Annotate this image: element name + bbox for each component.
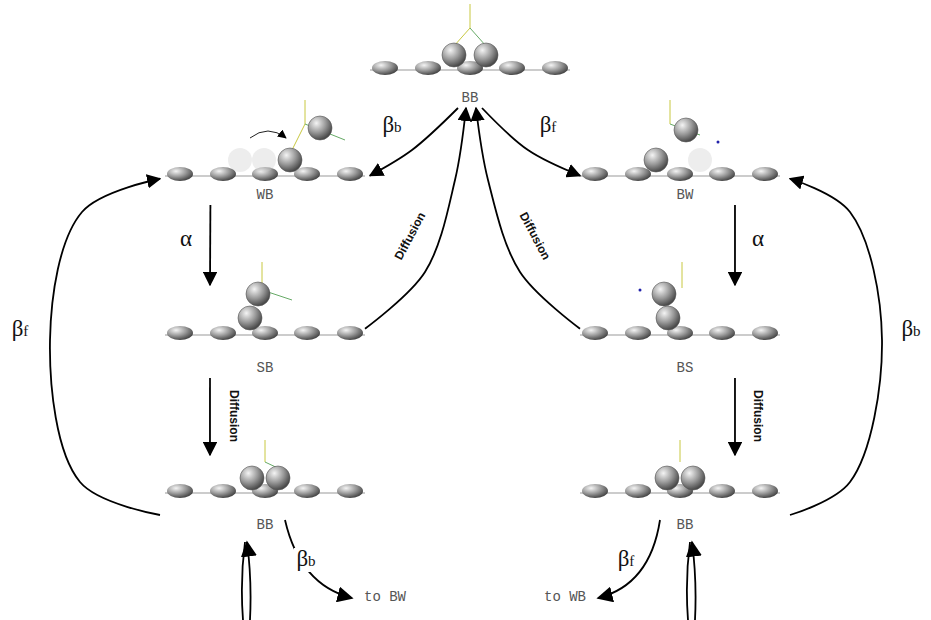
- transition-arrow: [734, 205, 736, 285]
- state-node: BB: [160, 455, 370, 535]
- state-node: SB: [165, 285, 365, 378]
- state-node: BB: [580, 455, 790, 535]
- transition-note: to BW: [362, 589, 408, 605]
- state-node: BW: [580, 100, 790, 205]
- state-label: BB: [677, 517, 694, 533]
- transition-arrow: [790, 179, 882, 515]
- state-label: BB: [257, 517, 274, 533]
- state-label: BB: [462, 90, 479, 106]
- transition-arrow: [209, 205, 211, 285]
- rate-label: α: [178, 228, 194, 252]
- rate-label: βf: [10, 318, 31, 342]
- process-label: Diffusion: [751, 388, 765, 444]
- process-label: Diffusion: [227, 388, 241, 444]
- state-node: BS: [580, 285, 790, 378]
- rate-label: βb: [294, 548, 317, 572]
- transition-arrow: [482, 108, 580, 176]
- transition-arrow: [50, 179, 160, 515]
- state-label: BW: [677, 187, 694, 203]
- state-label: SB: [257, 360, 274, 376]
- rate-label: α: [750, 228, 766, 252]
- transition-arrow: [209, 378, 211, 455]
- process-label: Diffusion: [516, 208, 555, 264]
- state-node: WB: [160, 100, 370, 205]
- rate-label: βb: [899, 318, 922, 342]
- transition-arrow: [370, 108, 458, 176]
- transition-arrow: [365, 108, 466, 329]
- rate-label: βb: [380, 114, 403, 138]
- process-label: Diffusion: [391, 208, 430, 264]
- rate-label: βf: [538, 114, 559, 138]
- transition-arrow: [734, 378, 736, 455]
- rate-label: βf: [616, 548, 637, 572]
- transition-arrow: [476, 108, 580, 329]
- state-label: BS: [677, 360, 694, 376]
- state-label: WB: [257, 187, 274, 203]
- transition-note: to WB: [542, 589, 588, 605]
- state-node: BB: [370, 5, 570, 108]
